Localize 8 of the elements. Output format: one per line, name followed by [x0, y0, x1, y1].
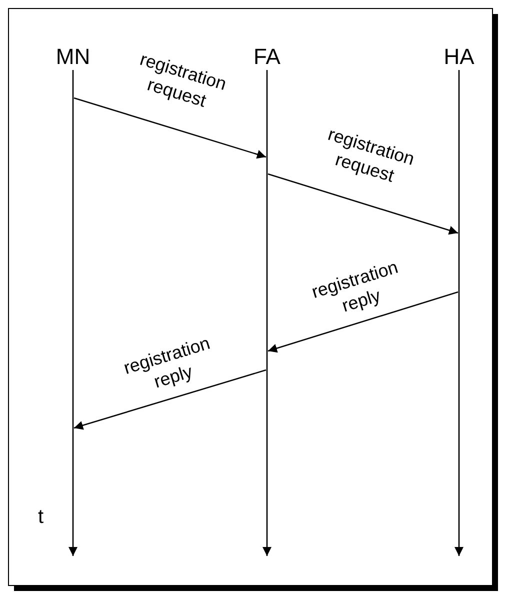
lifeline: FA: [247, 44, 287, 558]
lifeline: MN: [53, 44, 93, 558]
message-arrow: [74, 97, 266, 159]
time-label: t: [38, 506, 44, 528]
message-arrow: [74, 369, 266, 430]
message-arrow: [268, 173, 458, 235]
lifeline: HA: [439, 44, 479, 558]
message-arrow: [268, 291, 458, 353]
